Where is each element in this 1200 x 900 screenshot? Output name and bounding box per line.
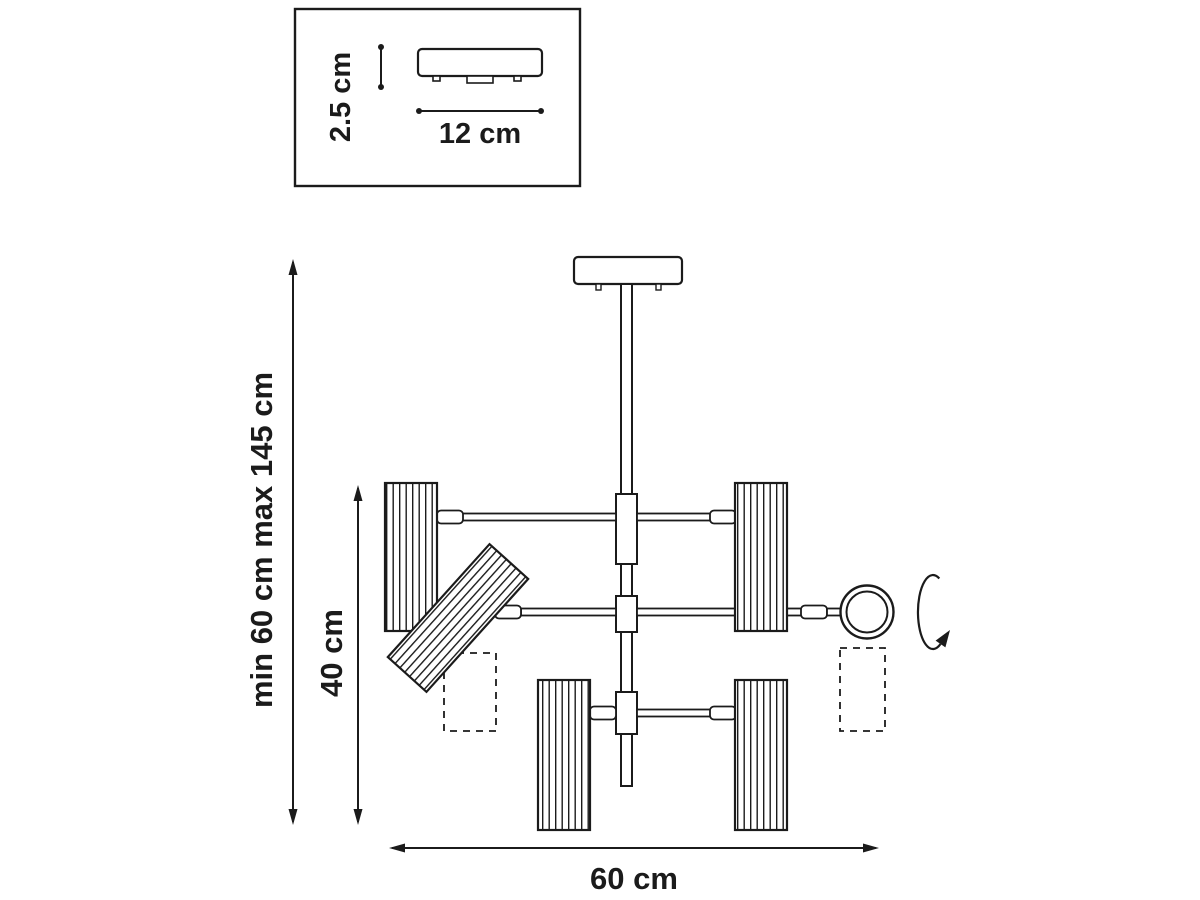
suspension-height-dimension: min 60 cm max 145 cm — [244, 259, 298, 825]
inset-border — [293, 7, 582, 188]
arm-lower-right — [636, 708, 712, 718]
sleeve-lower-left — [589, 705, 617, 721]
fixture-width-dimension: 60 cm — [389, 843, 879, 896]
ceiling-hook-right — [655, 283, 662, 291]
canopy-width-dimension: 12 cm — [416, 108, 544, 150]
canopy-width-dim-dot-left — [416, 108, 422, 114]
sleeve-middle-right — [800, 604, 828, 620]
fixture-height-dimension: 40 cm — [314, 485, 363, 825]
sleeve-lower-right — [709, 705, 737, 721]
rod-mid-2 — [620, 631, 633, 693]
hub-middle — [615, 595, 638, 633]
fixture-width-label: 60 cm — [590, 861, 678, 896]
shade-tilted — [386, 542, 530, 694]
fixture-width-arrow-left — [389, 843, 405, 853]
ceiling-hook-left — [595, 283, 602, 291]
arm-middle-left — [520, 607, 617, 617]
canopy-height-dimension: 2.5 cm — [325, 44, 384, 142]
arm-upper-left — [461, 512, 617, 522]
canopy-connector — [466, 75, 494, 84]
ghost-shade-position-right — [839, 647, 886, 732]
suspension-height-label: min 60 cm max 145 cm — [244, 372, 279, 708]
canopy-detail-inset: 2.5 cm 12 cm — [293, 7, 582, 188]
canopy-width-dim-dot-right — [538, 108, 544, 114]
fixture-height-arrow-bottom — [353, 809, 363, 825]
rotation-arrow — [916, 573, 942, 651]
fixture-width-arrow-right — [863, 843, 879, 853]
canopy-foot-left — [432, 75, 441, 82]
sleeve-upper-right — [709, 509, 737, 525]
canopy-height-dim-dot-bottom — [378, 84, 384, 90]
canopy-foot-right — [513, 75, 522, 82]
rod-tail — [620, 733, 633, 787]
fixture-height-arrow-top — [353, 485, 363, 501]
ghost-shade-position-left — [443, 652, 497, 732]
arm-upper-right — [636, 512, 712, 522]
rotation-arrow-head — [935, 630, 950, 648]
canopy-plate — [416, 47, 544, 78]
chandelier-drawing — [383, 255, 950, 832]
shade-tilted-body — [386, 542, 530, 694]
shade-upper-right — [733, 481, 789, 633]
suspension-height-arrow-bottom — [288, 809, 298, 825]
sleeve-upper-left — [436, 509, 464, 525]
link-middle-right — [826, 607, 842, 617]
canopy-width-label: 12 cm — [439, 118, 521, 150]
fixture-height-label: 40 cm — [314, 609, 349, 697]
dimension-annotations: min 60 cm max 145 cm 40 cm 60 cm — [244, 259, 879, 896]
canopy-height-dim-dot-top — [378, 44, 384, 50]
ceiling-plate — [572, 255, 684, 286]
suspension-height-arrow-top — [288, 259, 298, 275]
rod-mid-1 — [620, 563, 633, 597]
stem-rod — [620, 283, 633, 495]
swivel-ring-inner — [845, 590, 889, 634]
shade-lower-left — [536, 678, 592, 832]
hub-upper — [615, 493, 638, 565]
canopy-height-label: 2.5 cm — [325, 52, 357, 142]
hub-lower — [615, 691, 638, 735]
canopy-side-view — [416, 47, 544, 84]
shade-upper-left — [383, 481, 439, 633]
shade-lower-right — [733, 678, 789, 832]
